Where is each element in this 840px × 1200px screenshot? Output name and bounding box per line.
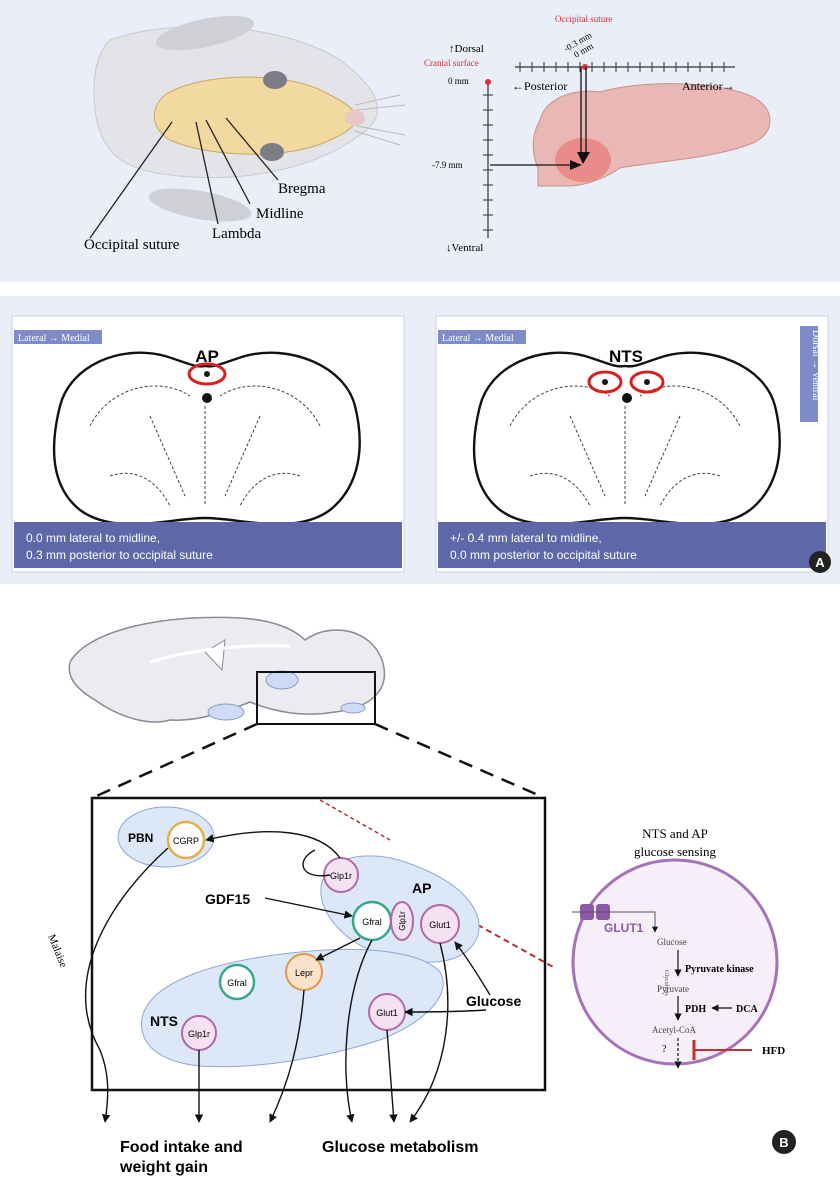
glucose-metabolism-label: Glucose metabolism — [322, 1139, 479, 1156]
lateral-tag-left-text: Lateral → Medial — [18, 333, 90, 344]
ap-region-label: AP — [195, 347, 219, 366]
unknown-marker: ? — [662, 1044, 667, 1055]
pyruvate-node: Pyruvate — [657, 984, 689, 994]
dorsal-tag-right-text: Dorsal → Ventral — [810, 330, 821, 401]
panel-a-badge — [809, 551, 831, 573]
lateral-tag-left — [14, 330, 102, 344]
pbn-label: PBN — [128, 831, 153, 845]
cranial-surface-label: Cranial surface — [424, 58, 479, 68]
lepr-label: Lepr — [295, 968, 313, 978]
glp1r-vertical-node — [390, 901, 414, 941]
pyruvate-kinase-label: Pyruvate kinase — [685, 964, 754, 975]
depth-label: -7.9 mm — [432, 160, 463, 170]
panel-b-badge — [772, 1130, 796, 1154]
gfral-nts-node — [218, 963, 256, 1001]
gfral-ap-label: Gfral — [362, 917, 382, 927]
hfd-label: HFD — [762, 1045, 785, 1057]
horizontal-ticks — [519, 62, 725, 72]
panel-a-badge-text: A — [815, 555, 825, 570]
food-intake-line1: Food intake and — [120, 1139, 243, 1156]
nts-region-label: NTS — [609, 347, 643, 366]
sensing-title-line1: NTS and AP — [642, 826, 708, 841]
caption-right — [438, 522, 826, 568]
ventral-label: ↓Ventral — [446, 242, 483, 254]
glycolysis-label: Glycolysis — [663, 970, 669, 996]
caption-right-line2: 0.0 mm posterior to occipital suture — [450, 548, 637, 562]
sagittal-brain-illustration — [532, 83, 771, 187]
nts-label: NTS — [150, 1013, 178, 1029]
caption-left — [14, 522, 402, 568]
acetyl-coa-node: Acetyl-CoA — [652, 1025, 696, 1035]
glucose-node: Glucose — [657, 937, 687, 947]
zoom-region-box — [256, 671, 376, 725]
dorsal-label: ↑Dorsal — [449, 43, 484, 55]
gfral-nts-label: Gfral — [227, 978, 247, 988]
caption-right-line1: +/- 0.4 mm lateral to midline, — [450, 531, 602, 545]
caption-left-line2: 0.3 mm posterior to occipital suture — [26, 548, 213, 562]
glp1r-nts-label: Glp1r — [188, 1029, 210, 1039]
pathway-arrows — [84, 831, 491, 1123]
glut1-ap-label: Glut1 — [429, 920, 451, 930]
midline-label: Midline — [256, 206, 304, 222]
occipital-suture-label: Occipital suture — [84, 237, 180, 253]
stereotaxic-svg: Occipital suture Lambda Midline Bregma ↑… — [84, 14, 771, 254]
stereotaxic-panel: Occipital suture Lambda Midline Bregma ↑… — [0, 0, 840, 282]
glucose-label: Glucose — [466, 993, 521, 1009]
bregma-label: Bregma — [278, 181, 326, 197]
gdf15-label: GDF15 — [205, 891, 250, 907]
lateral-tag-right-text: Lateral → Medial — [442, 333, 514, 344]
dorsal-tag-right — [800, 326, 818, 422]
panel-a: AP Lateral → Medial 0.0 mm lateral to mi… — [0, 296, 840, 584]
glut1-nts-label: Glut1 — [376, 1008, 398, 1018]
caption-left-line1: 0.0 mm lateral to midline, — [26, 531, 160, 545]
sagittal-brain-outline — [68, 616, 386, 723]
glut1-label: GLUT1 — [604, 921, 644, 935]
zero-mm-label: 0 mm — [448, 76, 469, 86]
dca-label: DCA — [736, 1004, 758, 1015]
malaise-label: Malaise — [45, 933, 69, 970]
cgrp-node — [166, 820, 206, 860]
panel-b-svg: PBN CGRP AP Glp1r Gfral Glp1r Glut1 NTS … — [45, 616, 796, 1176]
panel-b-badge-text: B — [779, 1135, 788, 1150]
anterior-label: Anterior→ — [682, 79, 735, 93]
cgrp-label: CGRP — [173, 836, 199, 846]
glp1r-ap-label: Glp1r — [330, 871, 352, 881]
posterior-label: ←Posterior — [512, 79, 567, 93]
lateral-tag-right — [438, 330, 526, 344]
nts-region — [141, 949, 444, 1068]
sensing-title-line2: glucose sensing — [634, 844, 716, 859]
mouse-head-illustration — [93, 15, 406, 222]
glp1r-vertical-label: Glp1r — [398, 911, 407, 931]
glp1r-ap-node — [323, 857, 359, 893]
panel-a-svg: AP Lateral → Medial 0.0 mm lateral to mi… — [11, 315, 831, 573]
pdh-label: PDH — [685, 1004, 706, 1015]
occipital-suture-axis-label: Occipital suture — [555, 14, 612, 24]
lambda-label: Lambda — [212, 226, 261, 242]
ap-label: AP — [412, 880, 431, 896]
food-intake-line2: weight gain — [119, 1159, 208, 1176]
